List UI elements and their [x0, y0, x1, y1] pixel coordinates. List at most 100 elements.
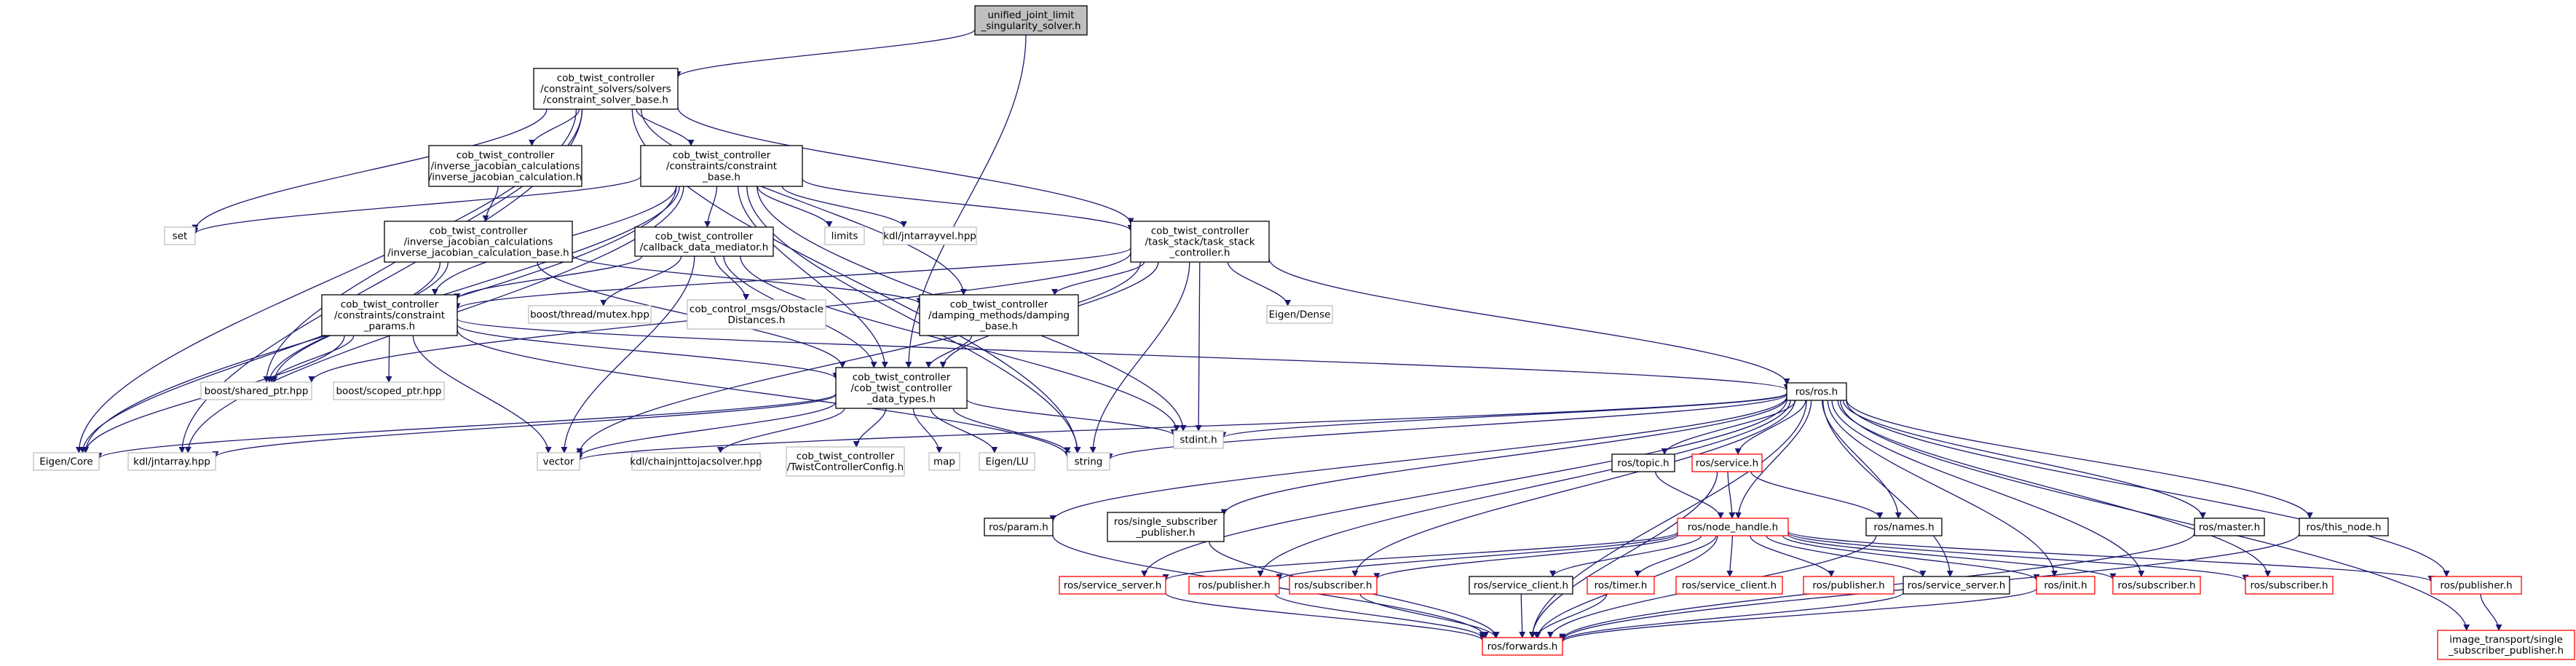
- node-dmb[interactable]: cob_twist_controller/damping_methods/dam…: [919, 294, 1079, 336]
- node-thisnode[interactable]: ros/this_node.h: [2299, 518, 2389, 536]
- node-box: [1059, 576, 1166, 595]
- edge-tsc-to-stdint: [1195, 261, 1202, 432]
- node-box: [687, 299, 826, 330]
- node-itsp: image_transport/single_subscriber_publis…: [2437, 630, 2575, 660]
- node-label-line: cob_twist_controller: [1151, 226, 1249, 237]
- node-label-line: ros/topic.h: [1617, 458, 1669, 469]
- node-label-line: boost/shared_ptr.hpp: [205, 386, 309, 397]
- node-jav: kdl/jntarrayvel.hpp: [882, 226, 977, 245]
- edge-ros-to-topic: [1661, 400, 1796, 455]
- node-ss2[interactable]: ros/service_server.h: [1903, 576, 2010, 595]
- node-label-line: set: [173, 231, 188, 242]
- node-box: [127, 452, 216, 471]
- node-label-line: ros/timer.h: [1595, 580, 1648, 592]
- node-cdm[interactable]: cob_twist_controller/callback_data_media…: [634, 226, 774, 257]
- node-label-line: /inverse_jacobian_calculations: [404, 237, 553, 248]
- node-label-line: cob_twist_controller: [430, 226, 528, 237]
- edge-cdm-to-vector: [561, 255, 695, 453]
- edge-ss2-to-fwd: [1559, 592, 1904, 642]
- edge-csb-to-dmb: [640, 108, 967, 296]
- edge-nh-to-sub1: [1373, 534, 1678, 580]
- node-label-line: ros/publisher.h: [1198, 580, 1270, 592]
- node-label-line: ros/this_node.h: [2306, 522, 2381, 534]
- node-dt[interactable]: cob_twist_controller/cob_twist_controlle…: [835, 367, 968, 409]
- node-box: [1188, 576, 1280, 595]
- node-stdint: stdint.h: [1173, 430, 1224, 449]
- node-sc1[interactable]: ros/service_client.h: [1469, 576, 1573, 595]
- node-names[interactable]: ros/names.h: [1865, 518, 1943, 536]
- edge-service-to-nh: [1727, 471, 1736, 519]
- edge-dt-to-stdint: [966, 399, 1177, 436]
- node-ssp[interactable]: ros/single_subscriber_publisher.h: [1107, 512, 1225, 542]
- edge-cb-to-jav: [781, 186, 907, 228]
- node-box: [1130, 221, 1270, 263]
- node-box: [164, 226, 196, 245]
- node-root[interactable]: unified_joint_limit_singularity_solver.h: [974, 5, 1088, 36]
- node-box: [928, 452, 960, 471]
- node-box: [33, 452, 100, 471]
- edge-nh-to-init: [1782, 535, 2040, 581]
- node-master[interactable]: ros/master.h: [2194, 518, 2265, 536]
- node-ros[interactable]: ros/ros.h: [1786, 382, 1847, 401]
- node-box: [919, 294, 1079, 336]
- node-box: [528, 305, 652, 324]
- node-label-line: _publisher.h: [1136, 527, 1196, 539]
- edge-nh-to-pub2: [1750, 535, 1835, 577]
- node-dense: Eigen/Dense: [1266, 305, 1333, 324]
- node-param[interactable]: ros/param.h: [984, 518, 1054, 536]
- node-box: [2430, 576, 2522, 595]
- node-csb[interactable]: cob_twist_controller/constraint_solvers/…: [533, 68, 679, 110]
- edge-cp-to-string: [457, 329, 1071, 458]
- node-label-line: cob_twist_controller: [853, 372, 951, 384]
- edge-cb-to-limits: [756, 186, 833, 228]
- node-label-line: /TwistControllerConfig.h: [787, 461, 904, 473]
- edge-tsc-to-dmb: [1051, 261, 1145, 296]
- node-box: [974, 5, 1088, 36]
- edge-tsc-to-ros: [1268, 258, 1790, 385]
- edge-pub3-to-itsp: [2480, 593, 2502, 631]
- node-box: [984, 518, 1054, 536]
- node-label-line: image_transport/single: [2449, 634, 2563, 646]
- node-ijcb[interactable]: cob_twist_controller/inverse_jacobian_ca…: [384, 221, 573, 263]
- node-cp[interactable]: cob_twist_controller/constraints/constra…: [321, 294, 458, 336]
- node-service: ros/service.h: [1691, 453, 1763, 472]
- node-ijc[interactable]: cob_twist_controller/inverse_jacobian_ca…: [428, 145, 582, 187]
- edge-dt-to-tcc: [853, 408, 887, 448]
- edge-cp-to-ros: [457, 318, 1790, 391]
- node-box: [1691, 453, 1763, 472]
- edge-service-to-fwd: [1528, 471, 1718, 638]
- edge-cdm-to-cp: [454, 255, 643, 301]
- edge-nh-to-sc1: [1549, 535, 1702, 577]
- node-nh: ros/node_handle.h: [1677, 518, 1789, 536]
- node-lu: Eigen/LU: [979, 452, 1035, 471]
- node-label-line: ros/subscriber.h: [2117, 580, 2195, 592]
- edge-root-to-dt: [905, 34, 1027, 368]
- node-box: [882, 226, 977, 245]
- edge-timer-to-fwd: [1533, 593, 1608, 638]
- node-map: map: [928, 452, 960, 471]
- node-label-line: cob_twist_controller: [797, 451, 895, 462]
- node-scptr: boost/scoped_ptr.hpp: [333, 381, 445, 400]
- node-topic[interactable]: ros/topic.h: [1611, 453, 1675, 472]
- node-label-line: ros/forwards.h: [1487, 641, 1558, 653]
- edge-tsc-to-vector: [576, 261, 1141, 455]
- edge-cb-to-string: [746, 186, 1081, 453]
- node-label-line: /cob_twist_controller: [850, 383, 952, 395]
- edge-nh-to-ss1: [1162, 531, 1678, 581]
- edge-ros-to-itsp: [1840, 400, 2470, 631]
- node-label-line: ros/service.h: [1696, 458, 1758, 469]
- edge-ros-to-ssp: [1220, 397, 1787, 516]
- node-box: [835, 367, 968, 409]
- node-shptr: boost/shared_ptr.hpp: [200, 381, 312, 400]
- node-box: [533, 68, 679, 110]
- node-tsc[interactable]: cob_twist_controller/task_stack/task_sta…: [1130, 221, 1270, 263]
- node-label-line: /inverse_jacobian_calculation.h: [429, 172, 582, 183]
- edge-dmb-to-dt: [925, 335, 973, 368]
- node-label-line: ros/master.h: [2199, 522, 2260, 534]
- node-label-line: ros/node_handle.h: [1688, 522, 1778, 534]
- node-cb[interactable]: cob_twist_controller/constraints/constra…: [640, 145, 803, 187]
- edge-cb-to-set: [191, 175, 641, 235]
- node-label-line: ros/ros.h: [1795, 386, 1838, 398]
- node-label-line: unified_joint_limit: [987, 9, 1074, 21]
